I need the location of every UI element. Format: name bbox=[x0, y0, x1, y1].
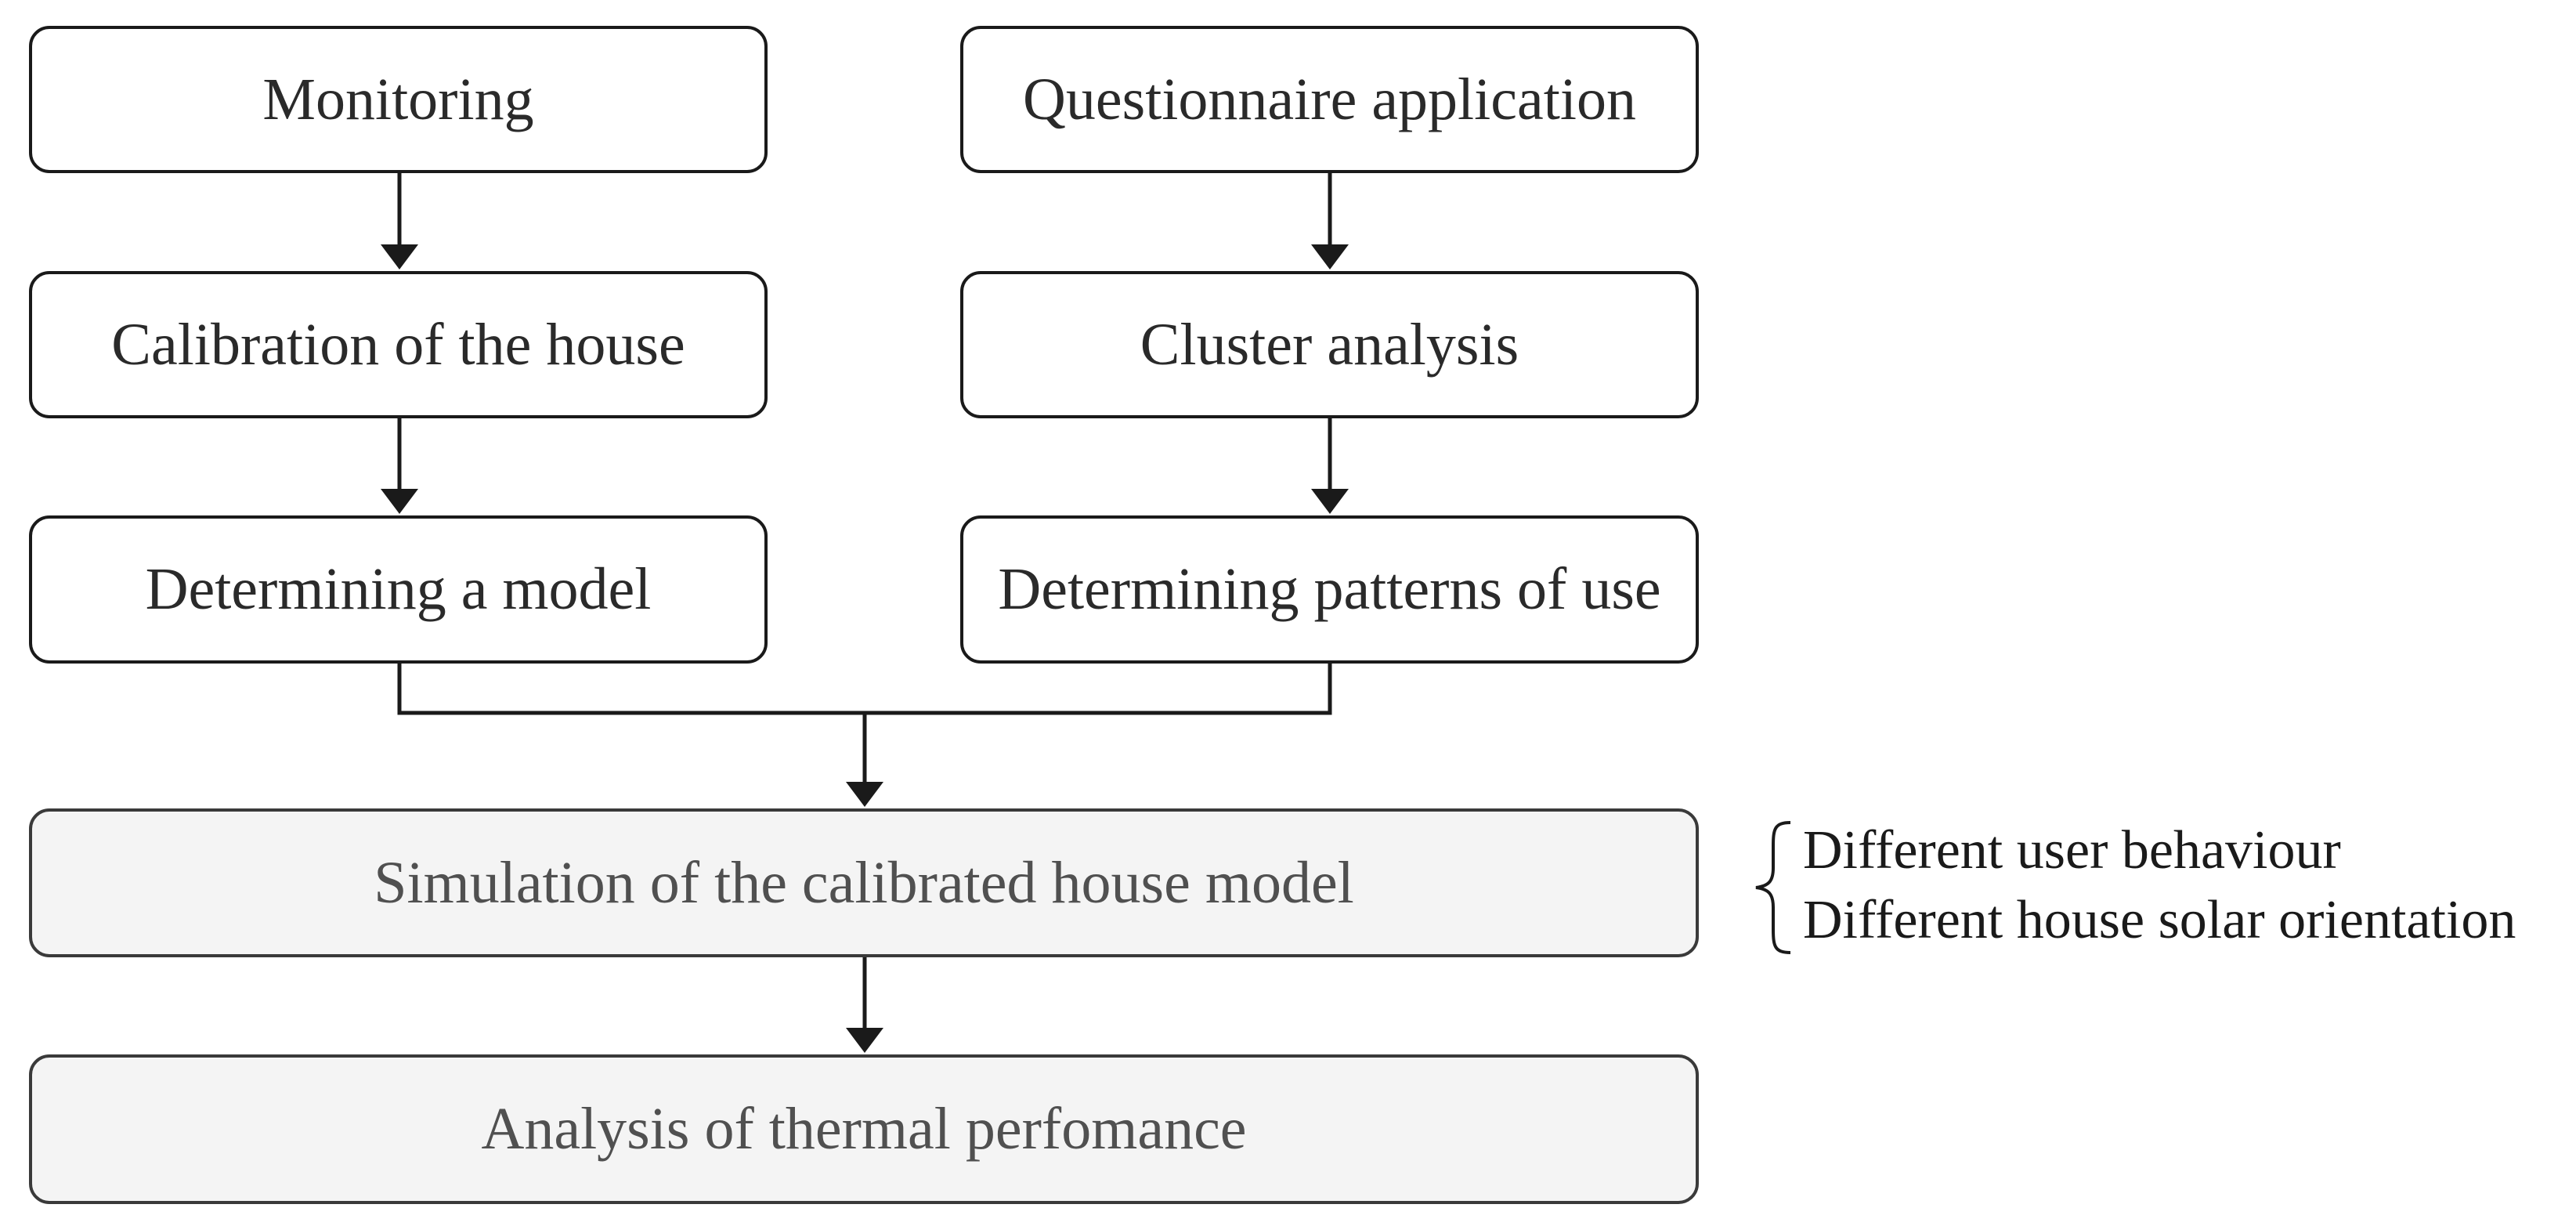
arrowhead bbox=[1311, 244, 1349, 269]
determining-patterns-label: Determining patterns of use bbox=[998, 556, 1661, 622]
determining-model-label: Determining a model bbox=[145, 556, 652, 622]
arrowhead bbox=[846, 1028, 883, 1053]
merge-connector bbox=[397, 664, 1332, 715]
cluster-box: Cluster analysis bbox=[960, 271, 1699, 418]
questionnaire-label: Questionnaire application bbox=[1023, 66, 1636, 132]
simulation-label: Simulation of the calibrated house model bbox=[374, 849, 1354, 916]
cluster-label: Cluster analysis bbox=[1140, 311, 1519, 378]
determining-model-box: Determining a model bbox=[29, 515, 768, 664]
analysis-box: Analysis of thermal perfomance bbox=[29, 1054, 1699, 1204]
determining-patterns-box: Determining patterns of use bbox=[960, 515, 1699, 664]
calibration-label: Calibration of the house bbox=[111, 311, 685, 378]
variation-user-behaviour: Different user behaviour bbox=[1803, 820, 2341, 881]
calibration-box: Calibration of the house bbox=[29, 271, 768, 418]
arrowhead bbox=[846, 782, 883, 807]
simulation-box: Simulation of the calibrated house model bbox=[29, 808, 1699, 957]
arrowhead bbox=[1311, 489, 1349, 514]
monitoring-box: Monitoring bbox=[29, 26, 768, 173]
arrowhead bbox=[381, 244, 418, 269]
curly-brace bbox=[1755, 821, 1791, 954]
arrowhead bbox=[381, 489, 418, 514]
questionnaire-box: Questionnaire application bbox=[960, 26, 1699, 173]
monitoring-label: Monitoring bbox=[262, 66, 534, 132]
analysis-label: Analysis of thermal perfomance bbox=[481, 1096, 1247, 1162]
variation-solar-orientation: Different house solar orientation bbox=[1803, 890, 2516, 950]
